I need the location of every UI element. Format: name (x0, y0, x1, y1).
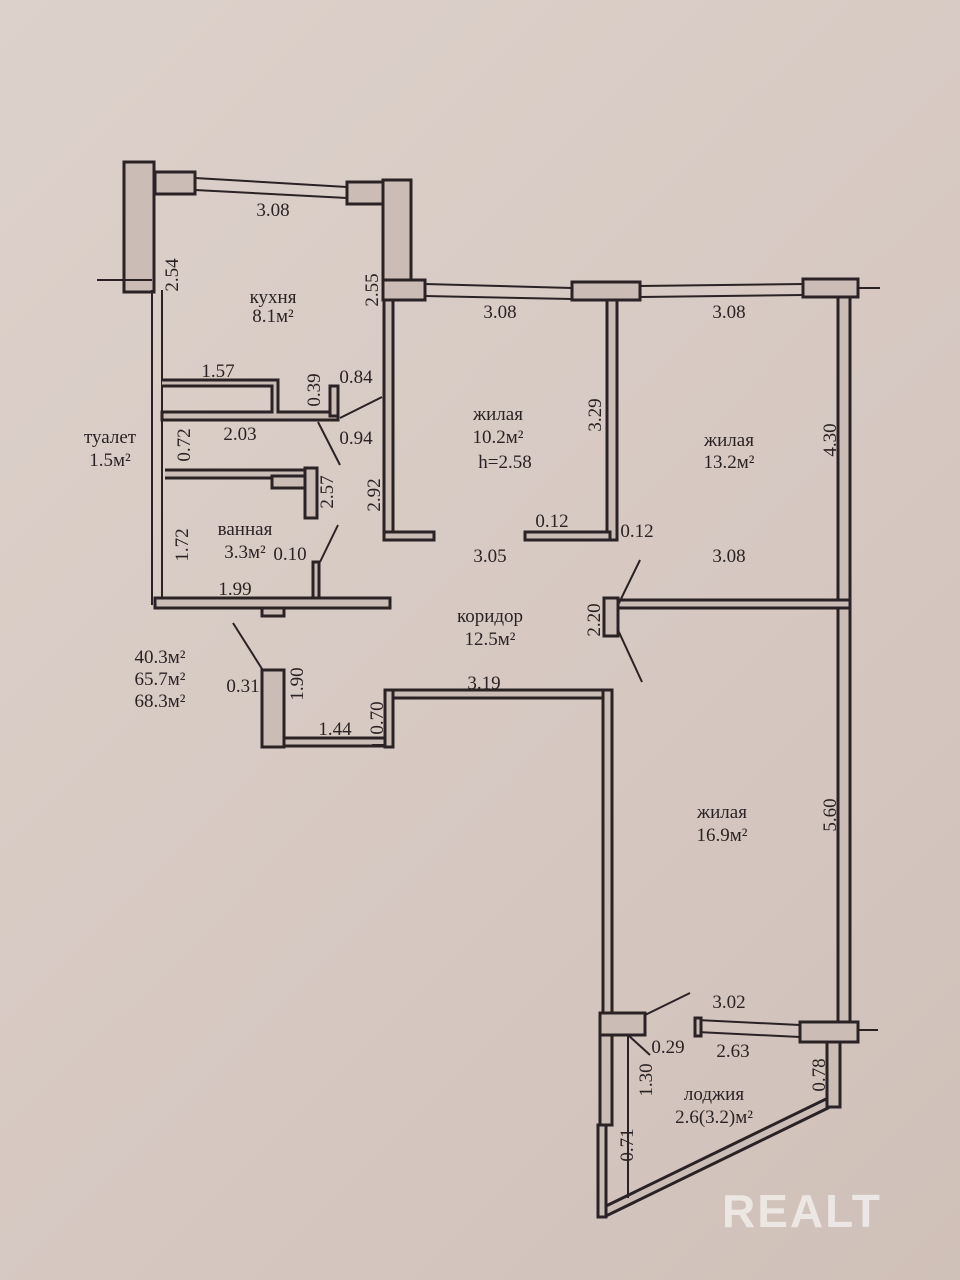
total-area: 68.3м² (135, 691, 186, 712)
dimension-label: 3.08 (483, 302, 516, 323)
room-area: 10.2м² (473, 427, 524, 448)
dimension-label: 1.57 (201, 361, 234, 382)
realt-watermark-logo: REALT (722, 1185, 882, 1237)
dimension-label: 1.90 (287, 667, 308, 700)
dimension-label: 3.08 (712, 546, 745, 567)
room-name: туалет (84, 427, 137, 448)
total-area: 65.7м² (135, 669, 186, 690)
dimension-label: 4.30 (820, 423, 841, 456)
dimension-label: 3.08 (256, 200, 289, 221)
dimension-label: 1.72 (172, 528, 193, 561)
room-name: коридор (457, 606, 523, 627)
dimension-label: 0.94 (339, 428, 373, 449)
room-name: жилая (703, 430, 754, 451)
dimension-label: 0.31 (226, 676, 259, 697)
dimension-label: 2.20 (584, 603, 605, 636)
dimension-label: 0.39 (304, 373, 325, 406)
walls (97, 160, 880, 1219)
room-area: 12.5м² (465, 629, 516, 650)
room-height: h=2.58 (478, 452, 531, 473)
room-area: 1.5м² (89, 450, 131, 471)
dimension-label: 0.78 (809, 1058, 830, 1091)
room-area: 16.9м² (697, 825, 748, 846)
room-area: 13.2м² (704, 452, 755, 473)
dimension-label: 3.19 (467, 673, 500, 694)
room-name: жилая (696, 802, 747, 823)
room-area: 3.3м² (224, 542, 266, 563)
dimension-label: 3.02 (712, 992, 745, 1013)
room-area: 2.6(3.2)м² (675, 1107, 753, 1128)
dimension-label: 1.30 (636, 1063, 657, 1096)
room-name: ванная (218, 519, 273, 540)
dimension-label: 2.63 (716, 1041, 749, 1062)
dimension-label: 2.54 (162, 258, 183, 292)
dimension-label: 5.60 (820, 798, 841, 831)
dimension-label: 3.29 (585, 398, 606, 431)
room-area: 8.1м² (252, 306, 294, 327)
dimension-label: 0.70 (367, 701, 388, 734)
dimension-label: 3.08 (712, 302, 745, 323)
room-name: жилая (472, 404, 523, 425)
dimension-label: 2.55 (362, 273, 383, 306)
dimension-label: 0.10 (273, 544, 306, 565)
dimension-label: 0.29 (651, 1037, 684, 1058)
room-name: лоджия (684, 1084, 744, 1105)
dimension-label: 1.44 (318, 719, 352, 740)
dimension-label: 2.03 (223, 424, 256, 445)
dimension-label: 3.05 (473, 546, 506, 567)
total-area: 40.3м² (135, 647, 186, 668)
room-name: кухня (250, 287, 297, 308)
dimension-label: 0.12 (620, 521, 653, 542)
dimension-label: 0.12 (535, 511, 568, 532)
dimension-label: 0.84 (339, 367, 373, 388)
dimension-label: 2.92 (364, 478, 385, 511)
dimension-label: 0.72 (174, 428, 195, 461)
dimension-label: 0.71 (617, 1128, 638, 1161)
dimension-label: 2.57 (317, 475, 338, 508)
dimension-label: 1.99 (218, 579, 251, 600)
